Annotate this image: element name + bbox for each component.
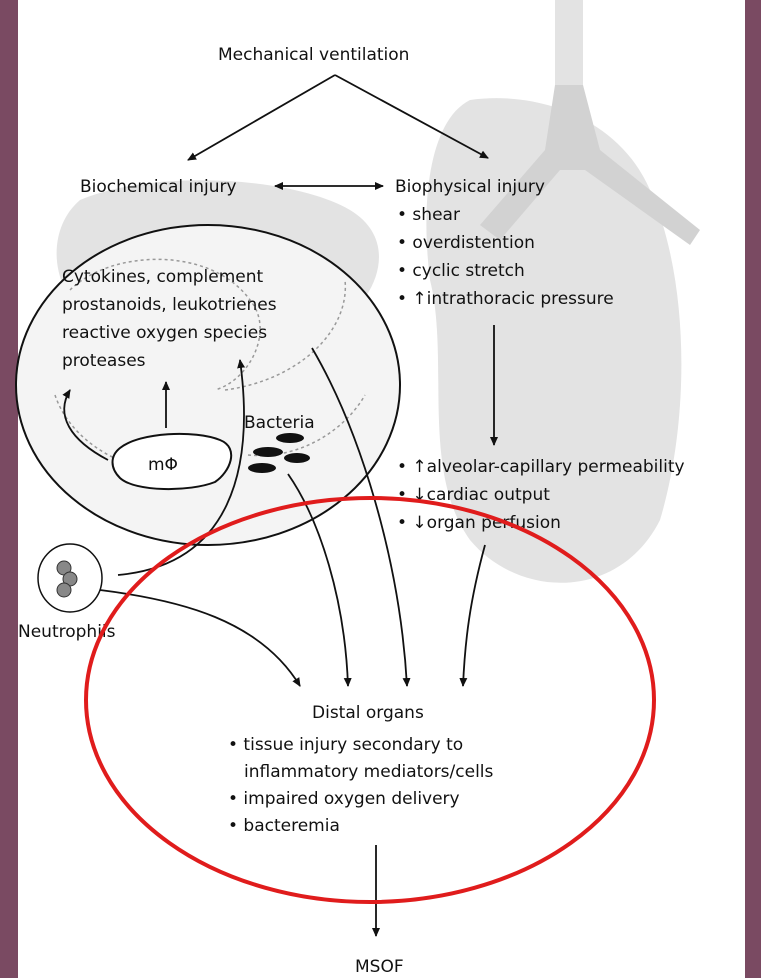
mediator-line-4: proteases xyxy=(62,351,146,371)
mediator-line-2: prostanoids, leukotrienes xyxy=(62,295,277,315)
arrow-effects-to-distal xyxy=(463,545,485,686)
distal-line-2: inflammatory mediators/cells xyxy=(244,762,494,782)
distal-organs-title: Distal organs xyxy=(312,703,424,723)
mediator-line-1: Cytokines, complement xyxy=(62,267,264,287)
biophysical-item-pressure: • ↑intrathoracic pressure xyxy=(397,289,614,309)
macrophage-label: mΦ xyxy=(148,455,178,475)
biophysical-injury-title: Biophysical injury xyxy=(395,177,545,197)
arrow-neutrophil-to-distal xyxy=(100,590,300,686)
bacteria-label: Bacteria xyxy=(244,413,315,433)
distal-line-1: • tissue injury secondary to xyxy=(228,735,463,755)
mediator-line-3: reactive oxygen species xyxy=(62,323,267,343)
mechanical-ventilation-label: Mechanical ventilation xyxy=(218,45,409,65)
biophysical-item-shear: • shear xyxy=(397,205,460,225)
distal-line-4: • bacteremia xyxy=(228,816,340,836)
arrow-to-biochemical xyxy=(188,75,335,160)
effect-organ-perfusion: • ↓organ perfusion xyxy=(397,513,561,533)
msof-label: MSOF xyxy=(355,957,404,977)
distal-line-3: • impaired oxygen delivery xyxy=(228,789,460,809)
biophysical-item-overdistention: • overdistention xyxy=(397,233,535,253)
effect-permeability: • ↑alveolar-capillary permeability xyxy=(397,457,685,477)
biochemical-injury-text: Biochemical injury xyxy=(80,177,237,197)
biophysical-item-cyclic-stretch: • cyclic stretch xyxy=(397,261,525,281)
